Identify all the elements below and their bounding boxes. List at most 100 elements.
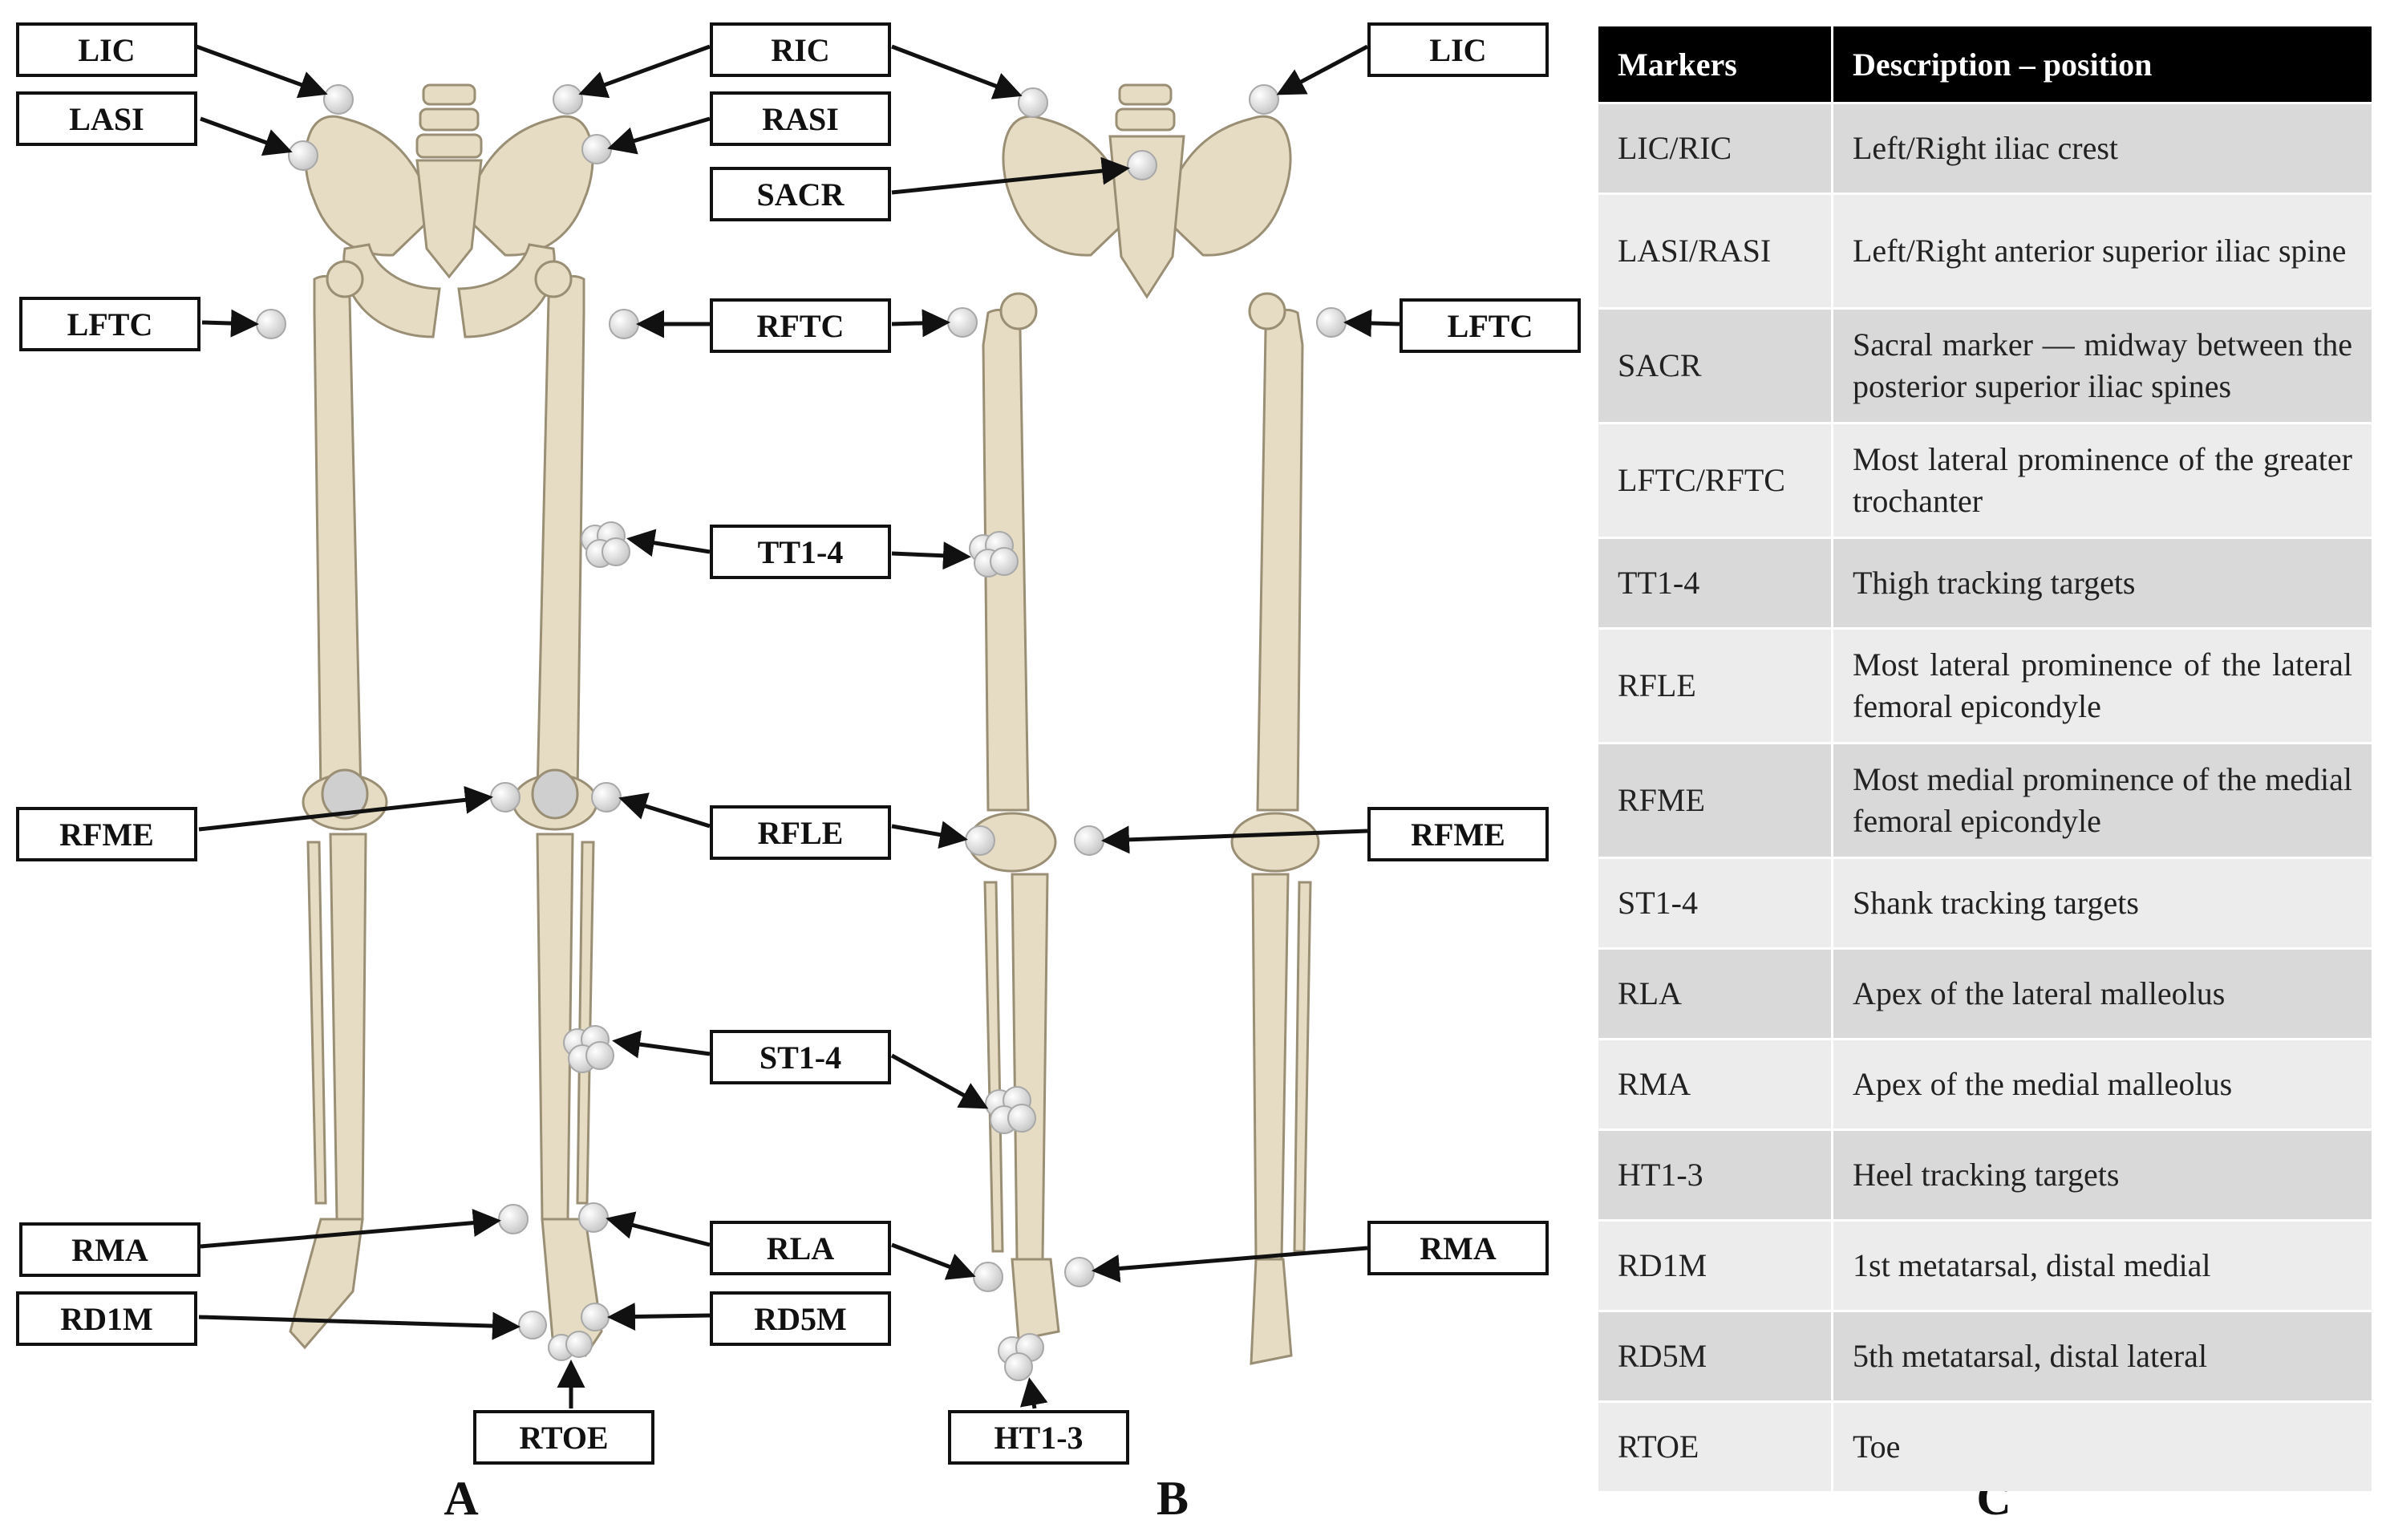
- label-rd5m: RD5M: [710, 1291, 891, 1346]
- marker-cell: SACR: [1598, 310, 1831, 422]
- left-femoral-head: [999, 292, 1038, 330]
- marker-ric: [1018, 87, 1048, 118]
- description-cell: Left/Right anterior superior iliac spine: [1833, 195, 2372, 307]
- marker-rfme: [1074, 825, 1104, 856]
- marker-lftc: [256, 309, 286, 339]
- label-rtoe: RTOE: [473, 1410, 654, 1465]
- left-ilium: [304, 115, 435, 257]
- arrow-rd5m-a: [607, 1303, 711, 1331]
- right-knee: [1230, 812, 1320, 873]
- label-rftc-a: RFTC: [710, 298, 891, 353]
- arrow-lic-a: [196, 44, 328, 99]
- lumbar-vertebra: [419, 107, 480, 132]
- left-ilium: [1002, 115, 1132, 257]
- right-ilium: [464, 115, 594, 257]
- marker-rfle: [591, 782, 622, 813]
- label-lic-b: LIC: [1367, 22, 1549, 77]
- description-cell: Heel tracking targets: [1833, 1131, 2372, 1219]
- right-femur: [536, 274, 585, 796]
- arrows: [196, 44, 1400, 1409]
- right-femur: [1256, 308, 1304, 812]
- label-st: ST1-4: [710, 1030, 891, 1084]
- label-rfme-a: RFME: [16, 807, 197, 861]
- marker-tt: [990, 547, 1019, 576]
- marker-tt: [602, 537, 630, 566]
- marker-rfme: [490, 782, 521, 813]
- label-ht: HT1-3: [948, 1410, 1129, 1465]
- marker-cell: LIC/RIC: [1598, 104, 1831, 192]
- left-tibia: [1011, 873, 1049, 1261]
- marker-st: [1007, 1104, 1036, 1133]
- description-cell: Most lateral prominence of the greater t…: [1833, 424, 2372, 537]
- right-fibula: [1293, 881, 1312, 1253]
- arrow-rfme-b: [1101, 825, 1368, 854]
- left-fibula: [983, 881, 1004, 1253]
- arrow-tt-a: [626, 529, 711, 557]
- skeleton-posterior: [967, 83, 1320, 1365]
- arrow-rma-a: [200, 1209, 501, 1249]
- label-rma-a: RMA: [19, 1222, 201, 1277]
- label-rd1m: RD1M: [16, 1291, 197, 1346]
- marker-cell: RLA: [1598, 950, 1831, 1038]
- right-fibula: [576, 841, 595, 1205]
- marker-cell: LFTC/RFTC: [1598, 424, 1831, 537]
- header-markers: Markers: [1598, 26, 1831, 102]
- right-heel: [1250, 1258, 1293, 1365]
- arrow-rftc-b: [891, 309, 950, 338]
- arrow-rd1m-a: [198, 1311, 521, 1340]
- marker-rftc: [947, 307, 978, 338]
- marker-lasi: [288, 140, 318, 171]
- right-femoral-head: [1248, 292, 1286, 330]
- label-lftc-a: LFTC: [19, 297, 201, 351]
- description-cell: Left/Right iliac crest: [1833, 104, 2372, 192]
- marker-cell: HT1-3: [1598, 1131, 1831, 1219]
- lumbar-vertebra: [1115, 107, 1176, 132]
- arrow-ric-b: [891, 44, 1023, 99]
- arrow-st-a: [612, 1030, 711, 1059]
- marker-cell: RFME: [1598, 744, 1831, 857]
- marker-cell: ST1-4: [1598, 859, 1831, 947]
- panel-letter-b: B: [1156, 1472, 1189, 1525]
- description-cell: Thigh tracking targets: [1833, 539, 2372, 627]
- marker-rma: [1064, 1257, 1095, 1287]
- arrow-rla-b: [891, 1242, 976, 1280]
- marker-cell: RFLE: [1598, 630, 1831, 742]
- arrow-lftc-a: [201, 309, 259, 338]
- arrow-ric-a: [578, 44, 711, 99]
- label-lftc-b: LFTC: [1400, 298, 1581, 353]
- description-cell: 1st metatarsal, distal medial: [1833, 1222, 2372, 1310]
- marker-rd5m: [581, 1303, 610, 1331]
- description-cell: Shank tracking targets: [1833, 859, 2372, 947]
- right-tibia: [536, 833, 574, 1221]
- marker-rtoe: [565, 1331, 593, 1358]
- description-cell: Most medial prominence of the medial fem…: [1833, 744, 2372, 857]
- marker-st: [585, 1041, 614, 1070]
- marker-rla: [973, 1262, 1003, 1292]
- left-femur: [313, 274, 363, 796]
- marker-rftc: [609, 309, 639, 339]
- marker-lftc: [1316, 307, 1347, 338]
- label-ric-a: RIC: [710, 22, 891, 77]
- header-description: Description – position: [1833, 26, 2372, 102]
- table-header-row: Markers Description – position: [1598, 26, 2372, 102]
- arrow-rfme-a: [198, 785, 493, 832]
- arrow-lasi-a: [200, 116, 293, 156]
- label-lasi-a: LASI: [16, 91, 197, 146]
- arrow-rfle-a: [618, 792, 711, 829]
- right-femoral-head: [534, 260, 573, 298]
- description-cell: Toe: [1833, 1403, 2372, 1491]
- label-sacr: SACR: [710, 167, 891, 221]
- left-fibula: [306, 841, 327, 1205]
- left-patella: [321, 768, 369, 820]
- marker-cell: RMA: [1598, 1040, 1831, 1129]
- arrow-sacr: [891, 156, 1130, 195]
- label-rasi-a: RASI: [710, 91, 891, 146]
- marker-cell: LASI/RASI: [1598, 195, 1831, 307]
